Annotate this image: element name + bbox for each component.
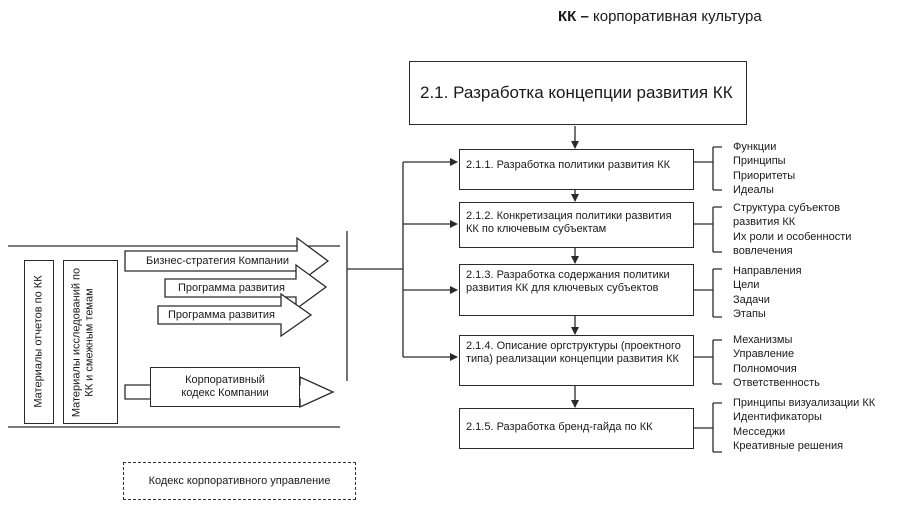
step-label: 2.1.4. Описание оргструктуры (проектного… [466, 340, 681, 365]
step-label: 2.1.3. Разработка содержания политики ра… [466, 269, 670, 294]
research-materials-label: Материалы исследований по КК и смежным т… [71, 265, 110, 421]
development-program-label-2: Программа развития [168, 309, 282, 322]
step-box-2-1-4: 2.1.4. Описание оргструктуры (проектного… [459, 335, 694, 386]
step-box-2-1-2: 2.1.2. Конкретизация политики развития К… [459, 202, 694, 248]
governance-code-box: Кодекс корпоративного управление [123, 462, 356, 500]
list-item: Цели [733, 279, 760, 292]
list-item: Этапы [733, 307, 766, 320]
block-arrow-program-1 [164, 263, 328, 311]
list-item: Механизмы [733, 334, 793, 346]
step-label: 2.1.1. Разработка политики развития КК [466, 159, 671, 171]
list-item: вовлечения [733, 244, 793, 257]
list-item: Их роли и особенности [733, 230, 852, 243]
step-box-2-1-5: 2.1.5. Разработка бренд-гайда по КК [459, 408, 694, 449]
reports-materials-label: Материалы отчетов по КК [32, 275, 45, 408]
list-item: Идеалы [733, 183, 774, 196]
list-item: развития КК [733, 216, 796, 229]
step-1-items: Функции Принципы Приоритеты Идеалы [733, 140, 795, 197]
development-program-label-1: Программа развития [178, 282, 285, 294]
step-2-items: Структура субъектов развития КК Их роли … [733, 201, 851, 258]
list-item: Идентификаторы [733, 411, 822, 424]
list-item: Принципы [733, 155, 786, 168]
list-item: Управление [733, 348, 795, 361]
title-text: корпоративная культура [593, 8, 762, 25]
bracket-step2 [694, 206, 722, 253]
list-item: Структура субъектов [733, 202, 841, 214]
list-item: Полномочия [733, 362, 797, 375]
list-item: Направления [733, 265, 802, 277]
bracket-step5 [694, 402, 722, 453]
step-box-2-1-3: 2.1.3. Разработка содержания политики ра… [459, 264, 694, 316]
corporate-code-label: Корпоративный кодекс Компании [181, 374, 269, 399]
step-box-2-1-1: 2.1.1. Разработка политики развития КК [459, 149, 694, 190]
block-arrow-program-2 [157, 292, 313, 338]
bracket-step4 [694, 339, 722, 385]
bracket-step3 [694, 268, 722, 318]
main-concept-box: 2.1. Разработка концепции развития КК [409, 61, 747, 125]
main-concept-label: 2.1. Разработка концепции развития КК [420, 83, 733, 102]
step-label: 2.1.2. Конкретизация политики развития К… [466, 210, 672, 235]
list-item: Функции [733, 141, 777, 153]
list-item: Креативные решения [733, 439, 844, 452]
list-item: Приоритеты [733, 169, 796, 182]
development-program-text-2: Программа развития [168, 309, 275, 321]
business-strategy-label: Бизнес-стратегия Компании [146, 255, 290, 267]
research-materials-text: Материалы исследований по КК и смежным т… [70, 267, 96, 418]
research-materials-box [63, 260, 118, 424]
step-5-items: Принципы визуализации КК Идентификаторы … [733, 396, 875, 453]
bracket-step1 [694, 146, 722, 191]
title-dash: – [576, 8, 593, 25]
list-item: Задачи [733, 293, 770, 306]
diagram-title: КК – корпоративная культура [558, 8, 762, 25]
list-item: Месседжи [733, 425, 786, 438]
title-abbr: КК [558, 8, 577, 25]
list-item: Ответственность [733, 376, 820, 389]
block-arrow-business-strategy [124, 236, 330, 286]
reports-materials-box [24, 260, 54, 424]
list-item: Принципы визуализации КК [733, 397, 876, 409]
corporate-code-box: Корпоративный кодекс Компании [150, 367, 300, 407]
governance-code-label: Кодекс корпоративного управление [148, 474, 331, 487]
step-3-items: Направления Цели Задачи Этапы [733, 264, 802, 321]
step-label: 2.1.5. Разработка бренд-гайда по КК [466, 421, 653, 433]
step-4-items: Механизмы Управление Полномочия Ответств… [733, 333, 820, 390]
